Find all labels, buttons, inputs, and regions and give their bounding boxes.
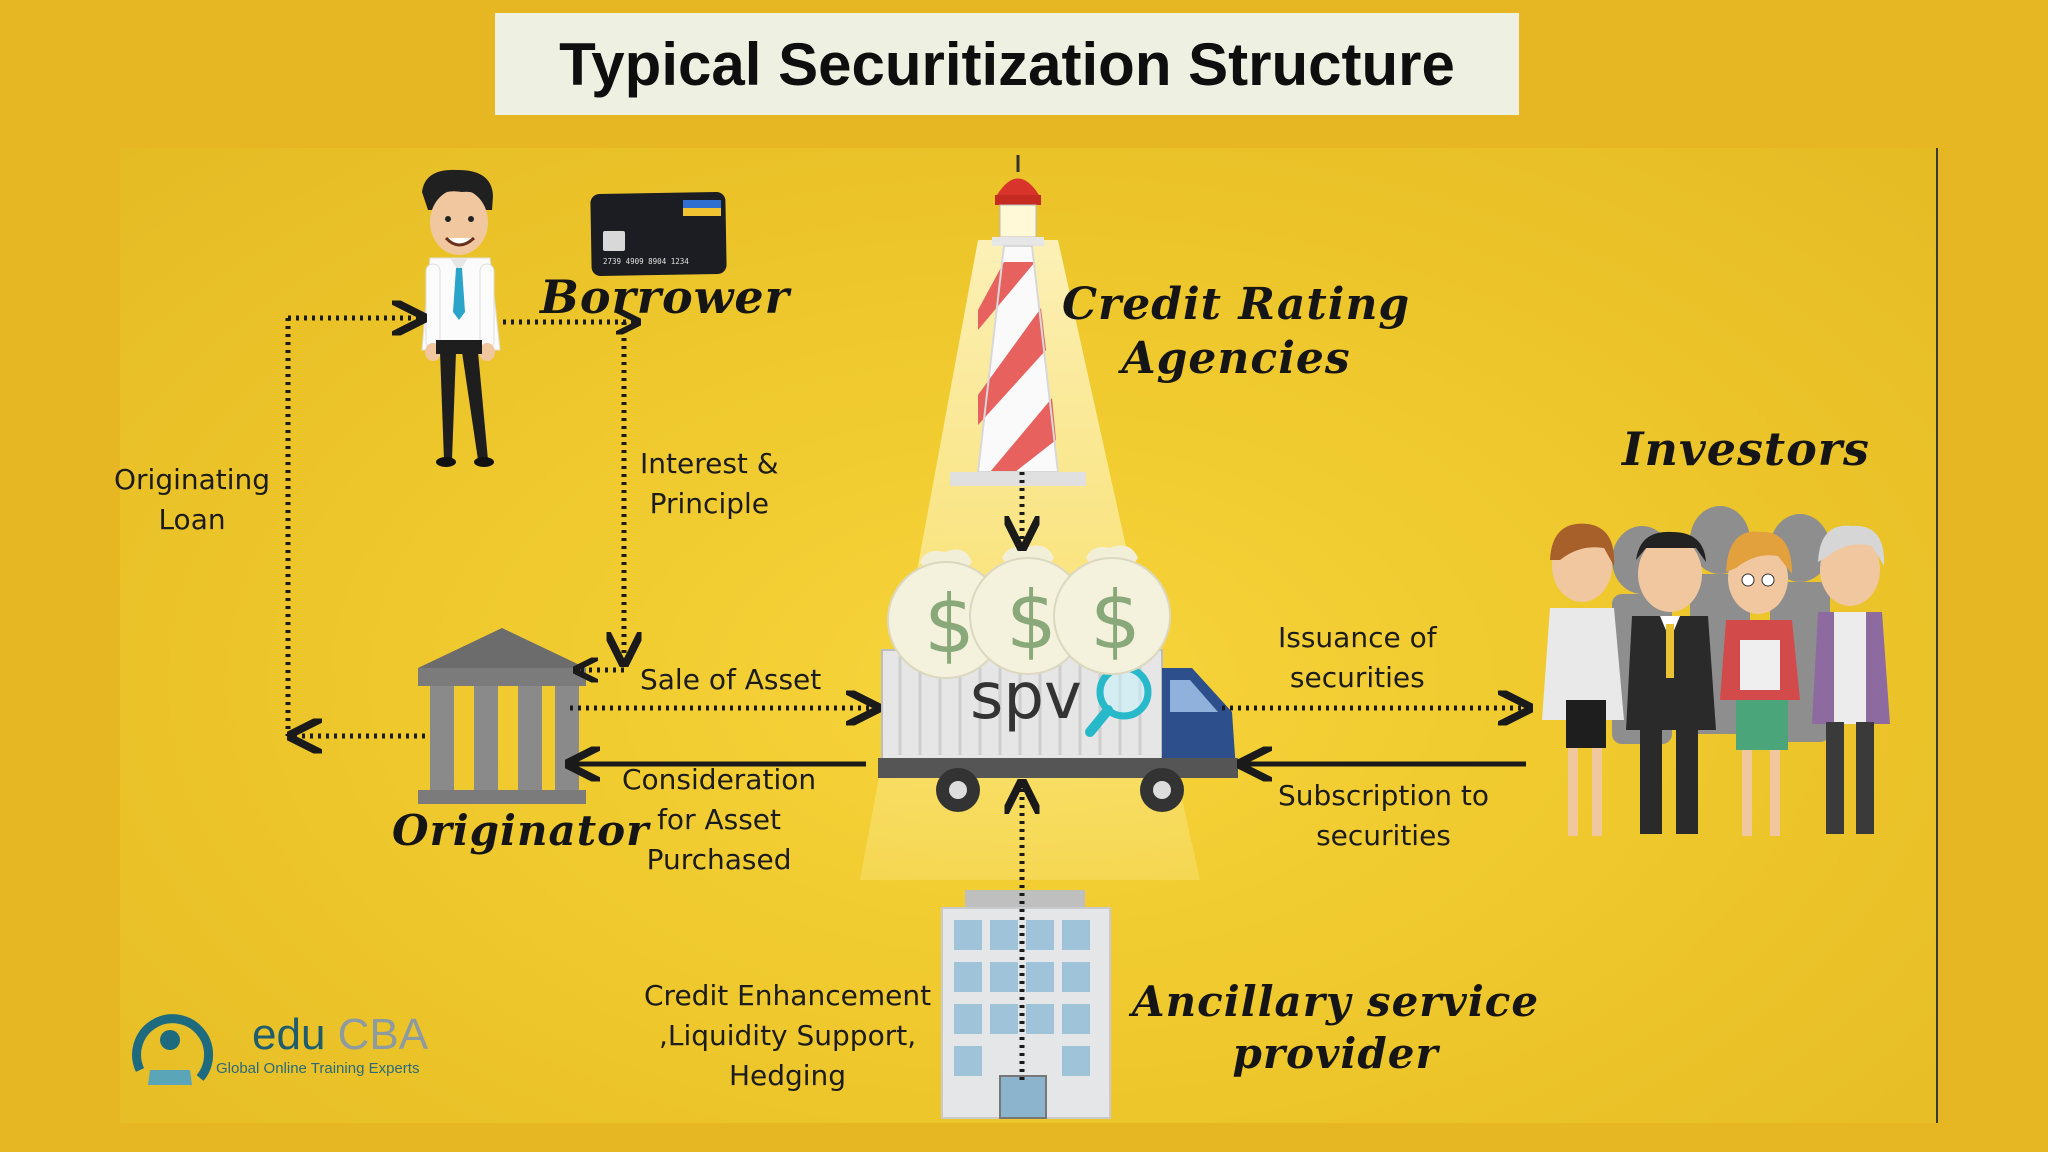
logo-cba: CBA — [337, 1010, 429, 1059]
money-bag-icon: $ — [969, 545, 1087, 675]
svg-text:$: $ — [1090, 574, 1141, 667]
originating-loan-line-1: Originating — [114, 463, 271, 496]
arrow-originating-loan — [285, 318, 425, 736]
lighthouse-icon — [950, 155, 1086, 486]
consideration-line-2: for Asset — [657, 803, 782, 836]
ancillary-label: Ancillary service provider — [1132, 976, 1539, 1080]
interest-principle-line-2: Principle — [649, 487, 770, 520]
borrower-person-icon — [421, 169, 501, 467]
borrower-label: Borrower — [540, 270, 790, 324]
consideration-label: Consideration for Asset Purchased — [622, 760, 816, 880]
svg-text:$: $ — [924, 578, 975, 671]
money-bag-icon: $ — [1053, 545, 1171, 675]
ancillary-line-2: provider — [1232, 1029, 1439, 1078]
consideration-line-1: Consideration — [622, 763, 817, 796]
arrow-interest-principle — [503, 322, 636, 670]
educba-logo-text: edu CBA — [252, 1010, 428, 1060]
originating-loan-line-2: Loan — [158, 503, 226, 536]
title-box: Typical Securitization Structure — [495, 13, 1519, 115]
credit-rating-line-2: Agencies — [1121, 333, 1351, 384]
interest-principle-line-1: Interest & — [640, 447, 779, 480]
office-building-icon — [941, 890, 1111, 1119]
subscription-line-2: securities — [1316, 819, 1451, 852]
issuance-label: Issuance of securities — [1278, 618, 1437, 698]
originating-loan-label: Originating Loan — [114, 460, 270, 540]
ancillary-line-1: Ancillary service — [1132, 977, 1540, 1026]
bank-building-icon — [418, 628, 586, 804]
investors-label: Investors — [1622, 422, 1870, 476]
issuance-line-2: securities — [1289, 661, 1425, 694]
credit-rating-label: Credit Rating Agencies — [1062, 278, 1410, 386]
logo-edu: edu — [252, 1010, 326, 1059]
investors-group-icon — [1542, 506, 1890, 836]
card-number: 2739 4909 8904 1234 — [603, 257, 689, 266]
issuance-line-1: Issuance of — [1278, 621, 1437, 654]
credit-rating-line-1: Credit Rating — [1062, 279, 1411, 330]
credit-enhancement-line-1: Credit Enhancement — [644, 979, 932, 1012]
interest-principle-label: Interest & Principle — [640, 444, 779, 524]
subscription-line-1: Subscription to — [1278, 779, 1489, 812]
educba-logo-icon — [132, 1014, 214, 1085]
edge-divider — [1936, 148, 1938, 1123]
consideration-line-3: Purchased — [646, 843, 792, 876]
credit-enhancement-label: Credit Enhancement ,Liquidity Support, H… — [644, 976, 931, 1096]
logo-tagline: Global Online Training Experts — [216, 1060, 420, 1077]
originator-label: Originator — [392, 806, 650, 855]
credit-enhancement-line-3: Hedging — [728, 1059, 847, 1092]
credit-card-icon: 2739 4909 8904 1234 — [590, 191, 727, 277]
svg-text:$: $ — [1006, 574, 1057, 667]
page-title: Typical Securitization Structure — [559, 30, 1455, 98]
credit-enhancement-line-2: ,Liquidity Support, — [658, 1019, 917, 1052]
subscription-label: Subscription to securities — [1278, 776, 1489, 856]
magnifier-icon — [1085, 664, 1152, 737]
sale-of-asset-label: Sale of Asset — [640, 663, 822, 696]
